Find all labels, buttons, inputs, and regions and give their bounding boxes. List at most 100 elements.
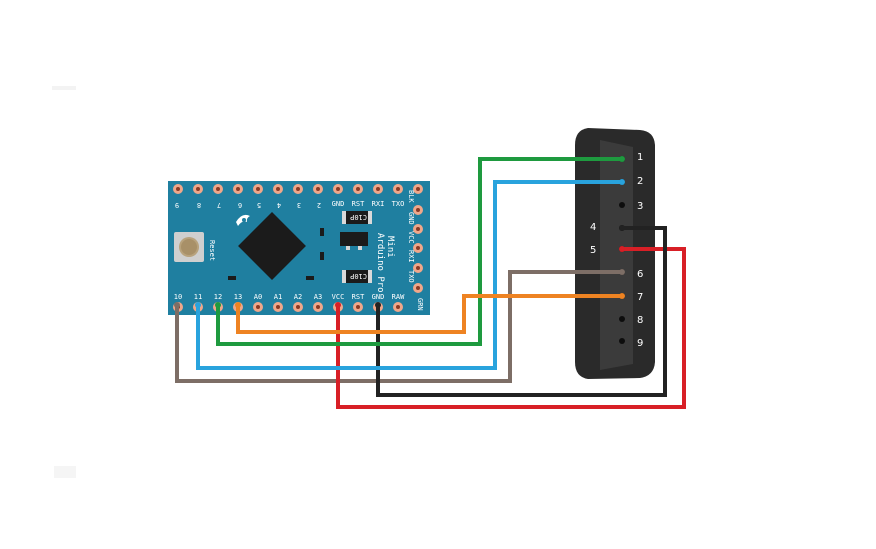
db9-pin-number: 5 — [590, 245, 596, 256]
pin-label: 13 — [234, 293, 242, 301]
capacitor-label: C10P — [350, 213, 367, 221]
pad-hole — [276, 187, 280, 191]
wire-end-cap — [375, 302, 381, 308]
pad-hole — [196, 187, 200, 191]
pin-label: 6 — [238, 201, 242, 209]
wire-end-cap — [619, 269, 625, 275]
capacitor-top: C10P — [342, 211, 372, 224]
artifact-mark — [54, 466, 76, 478]
pad-hole — [256, 305, 260, 309]
pad-hole — [356, 187, 360, 191]
wire-end-cap — [619, 179, 625, 185]
wire-pin12-to-db9-1 — [216, 157, 622, 346]
db9-pin-numbers: 1 2 3 4 5 6 7 8 9 — [590, 152, 643, 349]
wire-end-cap — [195, 302, 201, 308]
small-components — [228, 228, 324, 280]
wire-end-cap — [235, 302, 241, 308]
pin-label: RST — [352, 293, 365, 301]
pin-label: GND — [407, 212, 415, 225]
wire-end-caps — [174, 156, 625, 308]
pad-hole — [336, 187, 340, 191]
db9-pin-hole — [619, 338, 625, 344]
pin-label: 10 — [174, 293, 182, 301]
pad-hole — [356, 305, 360, 309]
pad-hole — [236, 187, 240, 191]
pad-hole — [276, 305, 280, 309]
db9-pin-number: 7 — [637, 292, 643, 303]
db9-pin-number: 3 — [637, 201, 643, 212]
pad-hole — [176, 187, 180, 191]
pin-label: 7 — [217, 201, 221, 209]
right-header-pads — [413, 184, 423, 293]
wires — [175, 157, 686, 409]
pad-hole — [316, 305, 320, 309]
pin-label: BLK — [407, 190, 415, 203]
pad-hole — [296, 187, 300, 191]
pin-label: RXI — [407, 250, 415, 263]
microcontroller-chip — [238, 212, 306, 280]
pin-label: GND — [332, 200, 345, 208]
wire-end-cap — [335, 302, 341, 308]
pin-label: 4 — [277, 201, 281, 209]
pin-label: 12 — [214, 293, 222, 301]
pad-hole — [216, 187, 220, 191]
reset-label: Reset — [208, 240, 216, 261]
pin-label: 8 — [197, 201, 201, 209]
board-name-line2: Arduino Pro — [375, 233, 385, 293]
bottom-pin-labels: 10 11 12 13 A0 A1 A2 A3 VCC RST GND RAW — [174, 293, 405, 301]
pad-hole — [416, 246, 420, 250]
pin-label: GRN — [416, 298, 424, 311]
pin-label: VCC — [407, 231, 415, 244]
pin-label: 3 — [297, 201, 301, 209]
pin-label: A3 — [314, 293, 322, 301]
db9-pin-number: 9 — [637, 338, 643, 349]
pad-hole — [416, 227, 420, 231]
pad-hole — [256, 187, 260, 191]
pin-label: TXO — [392, 200, 405, 208]
wire-pin13-to-db9-7 — [236, 294, 622, 334]
pin-label: 2 — [317, 201, 321, 209]
right-pin-labels: BLK GND VCC RXI TXO GRN — [407, 190, 424, 311]
pin-label: 11 — [194, 293, 202, 301]
db9-pin-number: 8 — [637, 315, 643, 326]
wire-gnd-to-db9-3 — [376, 226, 667, 397]
board-name-line1: Mini — [385, 236, 395, 258]
wire-end-cap — [174, 302, 180, 308]
pin-label: A0 — [254, 293, 262, 301]
regulator-chip — [340, 232, 368, 250]
pad-hole — [296, 305, 300, 309]
pad-hole — [416, 266, 420, 270]
db9-connector: 1 2 3 4 5 6 7 8 9 — [575, 128, 655, 379]
pad-hole — [376, 187, 380, 191]
pin-label: A1 — [274, 293, 282, 301]
pin-label: 9 — [175, 201, 179, 209]
pad-hole — [316, 187, 320, 191]
capacitor-label: C10P — [350, 272, 367, 280]
wire-pin10-to-db9-6 — [175, 270, 622, 383]
pad-hole — [416, 187, 420, 191]
logo-icon — [236, 214, 250, 226]
pin-label: RAW — [392, 293, 405, 301]
db9-pin-hole — [619, 202, 625, 208]
db9-pin-number: 4 — [590, 222, 596, 233]
pin-label: RST — [352, 200, 365, 208]
artifact-mark — [52, 86, 76, 90]
pad-hole — [416, 208, 420, 212]
pin-label: 5 — [257, 201, 261, 209]
top-pin-labels: 9 8 7 6 5 4 3 2 GND RST RXI TXO — [175, 200, 404, 209]
wire-end-cap — [619, 246, 625, 252]
reset-button — [174, 232, 204, 262]
pad-hole — [396, 305, 400, 309]
pin-label: VCC — [332, 293, 345, 301]
arduino-pro-mini-board: 9 8 7 6 5 4 3 2 GND RST RXI TXO BLK GND … — [168, 181, 430, 315]
wire-end-cap — [215, 302, 221, 308]
pad-hole — [416, 286, 420, 290]
wire-end-cap — [619, 156, 625, 162]
pad-hole — [396, 187, 400, 191]
db9-pin-hole — [619, 316, 625, 322]
db9-pin-number: 2 — [637, 176, 643, 187]
db9-pin-number: 1 — [637, 152, 643, 163]
wire-end-cap — [619, 293, 625, 299]
wire-pin11-to-db9-2 — [196, 180, 622, 370]
